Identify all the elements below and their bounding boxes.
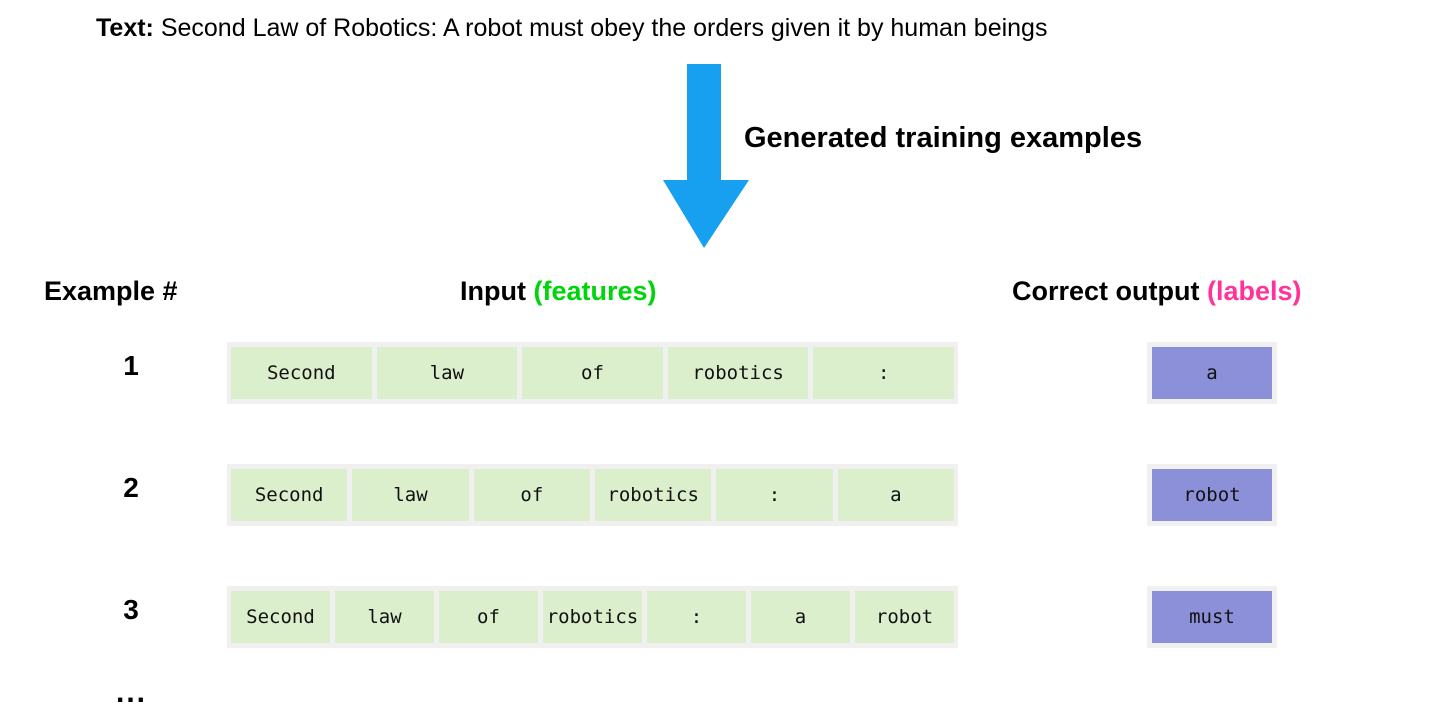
feature-token-cell: Second xyxy=(231,469,348,521)
continuation-ellipsis: ... xyxy=(116,676,148,709)
arrow-down-icon xyxy=(660,64,752,250)
label-wrapper: robot xyxy=(1147,464,1277,526)
feature-token-cell: of xyxy=(473,469,590,521)
output-label-cell: a xyxy=(1152,347,1272,399)
source-text-line: Text: Second Law of Robotics: A robot mu… xyxy=(96,12,1047,44)
feature-token-cell: robotics xyxy=(667,347,809,399)
feature-token-cell: law xyxy=(335,591,434,643)
feature-token-cell: of xyxy=(439,591,538,643)
feature-token-cell: Second xyxy=(231,591,330,643)
column-header-input-main: Input xyxy=(460,276,526,306)
column-header-output-accent: (labels) xyxy=(1207,276,1302,306)
example-number: 1 xyxy=(123,350,139,381)
feature-token-cell: a xyxy=(837,469,954,521)
example-number: 2 xyxy=(123,472,139,503)
feature-token-cell: law xyxy=(352,469,469,521)
feature-token-cell: : xyxy=(716,469,833,521)
feature-token-cell: : xyxy=(813,347,954,399)
feature-token-cell: of xyxy=(522,347,663,399)
column-header-example: Example # xyxy=(44,276,178,306)
example-number: 3 xyxy=(123,594,139,625)
feature-token-cell: : xyxy=(647,591,746,643)
column-header-input-accent: (features) xyxy=(533,276,657,306)
column-header-input: Input (features) xyxy=(460,276,657,307)
generated-examples-caption: Generated training examples xyxy=(744,122,1143,154)
source-text-sentence: Second Law of Robotics: A robot must obe… xyxy=(160,14,1048,42)
feature-token-cell: robotics xyxy=(543,591,642,643)
output-label-cell: robot xyxy=(1152,469,1272,521)
label-wrapper: must xyxy=(1147,586,1277,648)
column-header-output: Correct output (labels) xyxy=(1012,276,1302,307)
feature-token-cell: a xyxy=(751,591,850,643)
output-label-cell: must xyxy=(1152,591,1272,643)
feature-token-cell: robot xyxy=(855,591,954,643)
label-wrapper: a xyxy=(1147,342,1277,404)
feature-token-cell: robotics xyxy=(594,469,712,521)
feature-token-cell: Second xyxy=(231,347,372,399)
column-header-output-main: Correct output xyxy=(1012,276,1200,306)
feature-token-cell: law xyxy=(376,347,518,399)
source-text-label: Text: xyxy=(96,14,154,42)
